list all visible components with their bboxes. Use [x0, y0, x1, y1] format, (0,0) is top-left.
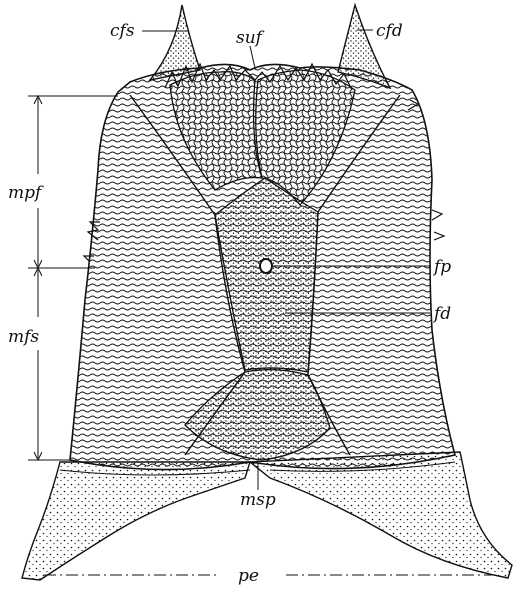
label-cfs: cfs: [110, 21, 135, 41]
label-mpf: mpf: [8, 183, 44, 203]
label-pe: pe: [238, 566, 259, 586]
label-fp: fp: [432, 257, 451, 277]
label-suf: suf: [236, 28, 265, 48]
posterior-extensions: [22, 452, 512, 580]
pineal-foramen: [260, 259, 272, 273]
label-fd: fd: [432, 304, 451, 324]
label-msp: msp: [240, 490, 276, 510]
label-cfd: cfd: [376, 21, 403, 41]
spine-left: [150, 5, 200, 80]
label-mfs: mfs: [8, 327, 39, 347]
